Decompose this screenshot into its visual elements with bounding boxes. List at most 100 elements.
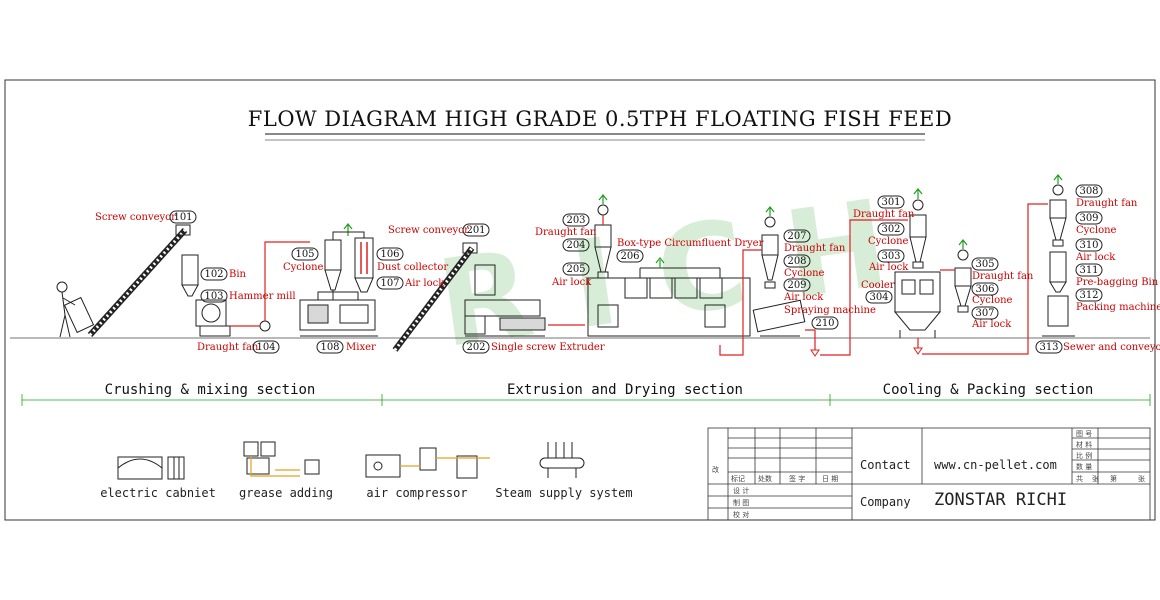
spraying-machine-210 (752, 299, 806, 337)
num-105: 105 (295, 249, 314, 260)
tb-jiaodui: 校 对 (733, 510, 749, 519)
num-box-108 (316, 340, 344, 354)
num-305: 305 (975, 259, 994, 270)
draught-fan-104 (230, 241, 310, 332)
label-201: Screw conveyor (388, 225, 469, 236)
bin-102 (181, 254, 199, 297)
label-310: Air lock (1075, 252, 1116, 263)
label-306: Cyclone (972, 295, 1013, 306)
num-205: 205 (566, 264, 585, 275)
num-303: 303 (881, 251, 900, 262)
num-box-103 (200, 289, 228, 303)
label-107: Air lock (404, 278, 445, 289)
num-308: 308 (1079, 186, 1098, 197)
cyclone-105 (324, 239, 342, 300)
num-313: 313 (1039, 342, 1058, 353)
label-309: Cyclone (1076, 225, 1117, 236)
num-204: 204 (566, 240, 585, 251)
num-box-203 (562, 213, 590, 227)
company-value: ZONSTAR RICHI (934, 490, 1067, 510)
num-102: 102 (204, 269, 223, 280)
extruder-202 (464, 264, 546, 337)
num-box-312 (1075, 288, 1103, 302)
num-201: 201 (466, 225, 485, 236)
equipment-labels: Screw conveyor 101 102 Bin 103 Hammer mi… (95, 184, 1160, 354)
label-302: Cyclone (868, 236, 909, 247)
num-box-302 (877, 222, 905, 236)
drawing-frame (4, 79, 1156, 521)
label-103: Hammer mill (229, 291, 296, 302)
num-103: 103 (204, 291, 223, 302)
num-106: 106 (380, 249, 399, 260)
num-box-309 (1075, 211, 1103, 225)
contact-label: Contact (860, 458, 911, 472)
num-box-102 (200, 267, 228, 281)
cyclone-group-301 (909, 188, 927, 269)
num-304: 304 (869, 292, 888, 303)
num-box-305 (971, 257, 999, 271)
section-cooling-packing: Cooling & Packing section (883, 382, 1094, 398)
num-101: 101 (173, 212, 192, 223)
aux-electric-cabinet: electric cabniet (100, 486, 216, 500)
tb-gong: 共 (1076, 474, 1083, 483)
label-202: Single screw Extruder (491, 342, 605, 353)
num-box-101 (169, 210, 197, 224)
label-106: Dust collector (377, 262, 448, 273)
label-312: Packing machine (1076, 302, 1160, 313)
num-box-307 (971, 306, 999, 320)
label-104: Draught fan (197, 342, 259, 353)
section-extrusion-drying: Extrusion and Drying section (507, 382, 743, 398)
num-306: 306 (975, 284, 994, 295)
num-box-106 (376, 247, 404, 261)
num-301: 301 (881, 197, 900, 208)
label-203: Draught fan (535, 227, 597, 238)
section-crushing-mixing: Crushing & mixing section (105, 382, 316, 398)
grease-adding-icon (243, 441, 320, 475)
num-box-304 (865, 290, 893, 304)
tb-biaoji: 标记 (731, 474, 745, 483)
tb-riqi: 日 期 (822, 475, 838, 483)
num-box-107 (376, 276, 404, 290)
num-box-104 (252, 340, 280, 354)
num-box-207 (783, 229, 811, 243)
label-209: Air lock (783, 292, 824, 303)
num-box-202 (462, 340, 490, 354)
label-308: Draught fan (1076, 198, 1138, 209)
label-305: Draught fan (972, 271, 1034, 282)
tb-zhitu: 制 图 (733, 498, 749, 507)
label-208: Cyclone (784, 268, 825, 279)
cyclone-group-305 (954, 239, 972, 313)
label-108: Mixer (346, 342, 376, 353)
num-310: 310 (1079, 240, 1098, 251)
contact-value: www.cn-pellet.com (934, 458, 1057, 472)
num-box-303 (877, 249, 905, 263)
num-207: 207 (787, 231, 806, 242)
label-303: Air lock (868, 262, 909, 273)
num-210: 210 (815, 318, 834, 329)
air-compressor-icon (365, 447, 478, 479)
tb-cailiao: 材 料 (1076, 440, 1092, 449)
section-dimension-line (21, 394, 1151, 406)
tb-zhang2: 张 (1138, 474, 1145, 483)
num-box-205 (562, 262, 590, 276)
dust-collector-106 (354, 237, 374, 293)
num-108: 108 (320, 342, 339, 353)
tb-zhang1: 张 (1092, 474, 1099, 483)
tb-sheji: 设 计 (733, 486, 749, 495)
hammer-mill-103 (195, 299, 231, 337)
num-box-204 (562, 238, 590, 252)
num-box-311 (1075, 263, 1103, 277)
label-102: Bin (229, 269, 247, 280)
num-311: 311 (1079, 265, 1098, 276)
num-box-210 (811, 316, 839, 330)
num-box-105 (291, 247, 319, 261)
label-101: Screw conveyor (95, 212, 176, 223)
tb-gai: 改 (712, 465, 719, 474)
label-207: Draught fan (784, 243, 846, 254)
tb-tuhao: 图 号 (1076, 430, 1092, 438)
electric-cabinet-icon (117, 456, 185, 480)
dryer-206 (587, 267, 751, 337)
num-box-313 (1035, 340, 1063, 354)
tb-bili: 比 例 (1076, 451, 1092, 460)
